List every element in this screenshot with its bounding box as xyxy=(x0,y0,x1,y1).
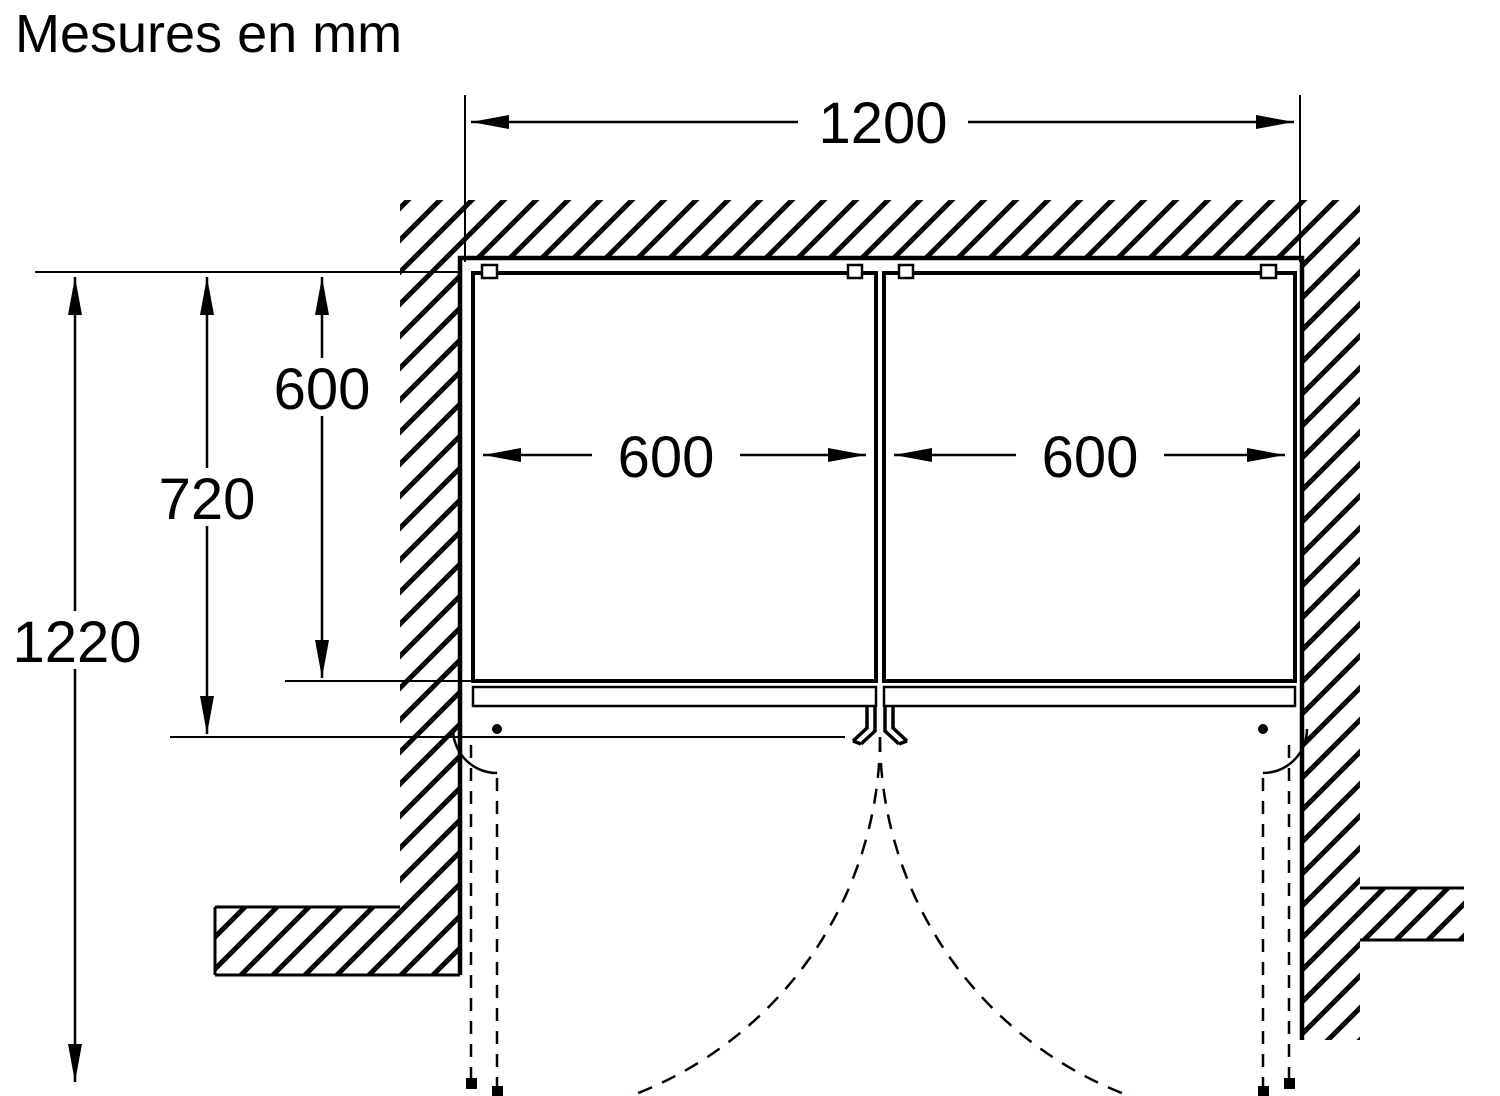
dim-total-depth-label: 1220 xyxy=(12,610,141,675)
wall-hatching xyxy=(215,200,1464,1040)
label-backplate xyxy=(2,611,152,669)
wall-left-column xyxy=(400,258,460,975)
niche-outline xyxy=(213,255,1464,1040)
swing-arc-right xyxy=(878,736,1134,1096)
wall-top-band xyxy=(400,200,1360,258)
door-end-cap xyxy=(466,1078,477,1089)
hinge-bracket-center-left xyxy=(851,706,877,746)
left-door-panel xyxy=(471,685,878,708)
label-backplate xyxy=(798,92,968,152)
pivot-arc-right xyxy=(1262,728,1309,775)
floor-right-outline xyxy=(1360,886,1464,942)
label-backplate xyxy=(250,358,394,416)
dim-depth-open-door-label: 720 xyxy=(159,467,256,532)
floor-left-band xyxy=(215,907,400,975)
hinge-bracket-center-right xyxy=(883,706,909,746)
dim-depth-group: 600 720 1220 xyxy=(2,271,845,1082)
left-unit-body xyxy=(471,271,878,683)
label-backplate xyxy=(592,426,740,484)
dim-left-unit-width: 600 xyxy=(483,425,866,490)
wall-right-column xyxy=(1302,258,1360,1040)
dim-right-unit-width: 600 xyxy=(894,425,1285,490)
right-door-panel xyxy=(882,685,1297,708)
dim-niche-width: 1200 xyxy=(464,91,1301,262)
hinge-top-center-left xyxy=(846,263,864,280)
door-swing xyxy=(466,736,1295,1096)
floor-right-band xyxy=(1360,888,1464,940)
appliance xyxy=(451,263,1309,775)
dim-right-unit-width-label: 600 xyxy=(1042,425,1139,490)
label-backplate xyxy=(135,468,279,526)
hinge-top-right xyxy=(1259,263,1278,280)
hinge-top-left xyxy=(480,263,499,280)
hinge-top-center-right xyxy=(897,263,915,280)
door-end-cap xyxy=(1258,1086,1269,1096)
floor-left-outline xyxy=(213,905,460,977)
pivot-right xyxy=(1258,724,1268,734)
dim-appliance-depth-label: 600 xyxy=(274,357,371,422)
dim-left-unit-width-label: 600 xyxy=(618,425,715,490)
door-end-cap xyxy=(492,1086,503,1096)
dim-niche-width-label: 1200 xyxy=(818,91,947,156)
right-unit-body xyxy=(882,271,1297,683)
diagram-title: Mesures en mm xyxy=(15,4,402,64)
pivot-left xyxy=(492,724,502,734)
niche-inner-edge xyxy=(457,255,1305,1040)
door-end-cap xyxy=(1284,1078,1295,1089)
label-backplate xyxy=(1016,426,1164,484)
swing-arc-left xyxy=(626,736,882,1096)
